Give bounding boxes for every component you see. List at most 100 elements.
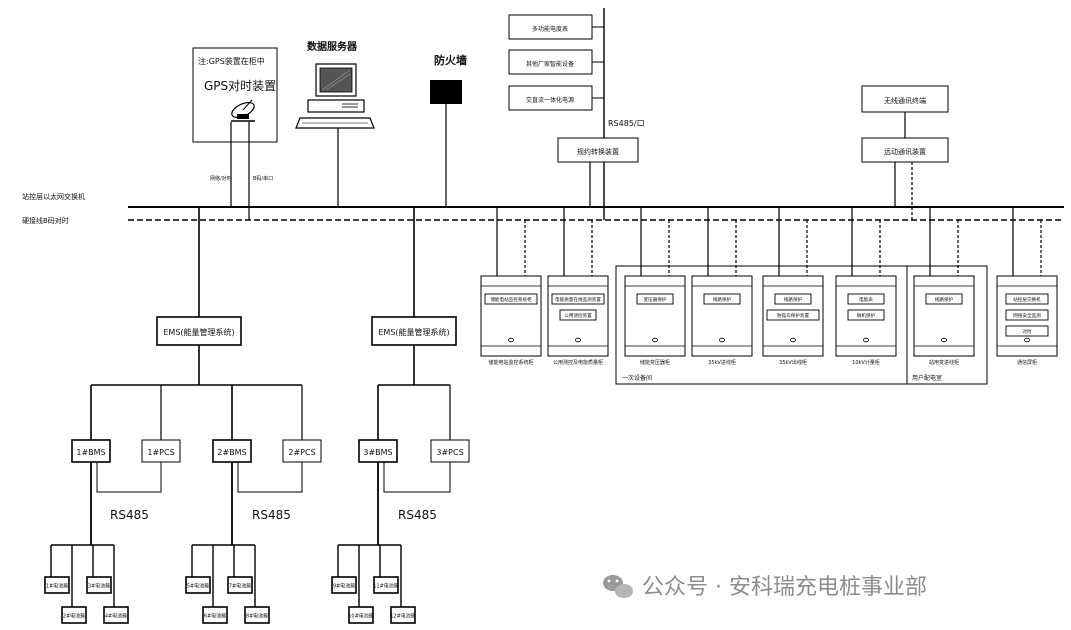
cabinet-device-box — [1005, 325, 1049, 337]
battery-cluster-box — [86, 576, 112, 594]
cabinet-caption: 公用测控及电能质量柜 — [553, 359, 603, 366]
battery-cluster-label: 9#电池簇 — [333, 583, 355, 590]
gps-right-cable: B码/串口 — [253, 175, 273, 182]
cabinet-row: 储能电站监控系统柜储能电站监控系统柜电能质量在线监测装置公用测控装置公用测控及电… — [480, 207, 1058, 366]
cabinet-device-label: 公用测控装置 — [564, 312, 592, 319]
top-device-box — [508, 85, 593, 111]
battery-cluster-label: 2#电池簇 — [63, 613, 85, 620]
data-server-label: 数据服务器 — [307, 40, 358, 53]
rs485-label: RS485 — [398, 508, 437, 522]
battery-cluster-box — [61, 606, 87, 624]
pcs-label: 1#PCS — [147, 448, 174, 457]
indicator-icon — [863, 337, 869, 343]
cabinet-device-label: 变压器保护 — [644, 296, 667, 303]
cabinet-device-box — [766, 309, 820, 321]
cabinet-body — [624, 275, 686, 357]
satellite-dish-icon — [231, 99, 255, 122]
top-device-box — [508, 49, 593, 75]
cabinet-device-box — [847, 293, 885, 305]
cabinet-device-label: 电能表 — [859, 296, 873, 303]
battery-cluster-box — [244, 606, 270, 624]
cabinet-device-label: 储能电站监控系统柜 — [490, 296, 532, 303]
bms-label: 3#BMS — [363, 448, 392, 457]
battery-cluster-box — [331, 576, 357, 594]
battery-cluster-label: 10#电池簇 — [348, 613, 374, 620]
wireless-terminal-label: 无线通讯终端 — [884, 96, 926, 105]
cabinet-device-label: 电能质量在线监测装置 — [555, 296, 601, 303]
firewall-icon — [430, 80, 462, 104]
indicator-icon — [575, 337, 581, 343]
cabinet-caption: 站用变进线柜 — [929, 359, 959, 366]
cabinet-body — [913, 275, 975, 357]
gps-left-cable: 网络/对时 — [210, 175, 232, 182]
indicator-icon — [508, 337, 514, 343]
cabinet-body — [480, 275, 542, 357]
cabinet-device-label: 微机保护 — [857, 312, 876, 319]
cabinet-device-box — [1005, 309, 1049, 321]
cabinet-caption: 储能变压器柜 — [640, 359, 670, 366]
group-label-1: 一次设备间 — [622, 374, 652, 382]
protocol-converter-box — [557, 137, 639, 163]
rs485-links: RS485 RS485 RS485 — [96, 462, 451, 522]
battery-cluster-label: 5#电池簇 — [187, 583, 209, 590]
battery-cluster-box — [202, 606, 228, 624]
top-device-label: 交直流一体化电源 — [526, 96, 574, 104]
indicator-icon — [719, 337, 725, 343]
pcs-label: 2#PCS — [288, 448, 315, 457]
cabinet-device-label: 网络安全监测 — [1013, 312, 1041, 319]
watermark-text: 公众号 · 安科瑞充电桩事业部 — [642, 575, 927, 600]
cabinet-device-box — [1005, 293, 1049, 305]
protocol-converter-label: 规约转换装置 — [577, 147, 619, 156]
cabinet-caption: 储能电站监控系统柜 — [488, 359, 533, 366]
pcs-label: 3#PCS — [436, 448, 463, 457]
cabinet-device-label: 站控层交换机 — [1013, 296, 1041, 303]
battery-cluster-label: 7#电池簇 — [229, 583, 251, 590]
ems-label: EMS(能量管理系统) — [378, 327, 449, 337]
bms-pcs-row: 1#BMS 1#PCS 2#BMS 2#PCS 3#BMS 3#PCS — [71, 439, 470, 463]
ems-box — [156, 316, 242, 346]
top-devices: 多功能电度表 其他厂家智能设备 交直流一体化电源 — [508, 14, 604, 111]
remote-comm-label: 远动通讯装置 — [884, 147, 926, 156]
battery-cluster-box — [185, 576, 211, 594]
indicator-icon — [790, 337, 796, 343]
top-device-label: 其他厂家智能设备 — [526, 60, 574, 68]
cabinet-device-box — [559, 309, 597, 321]
cabinet-device-box — [774, 293, 812, 305]
cabinet-device-box — [925, 293, 963, 305]
group-label-2: 用户配电室 — [912, 374, 942, 382]
cabinet-caption: 35kV出线柜 — [779, 359, 807, 366]
rs485-label: RS485 — [110, 508, 149, 522]
bms-label: 1#BMS — [76, 448, 105, 457]
battery-cluster-label: 6#电池簇 — [204, 613, 226, 620]
cabinet-device-label: 线路保护 — [784, 296, 803, 303]
cabinet-device-label: 线路保护 — [935, 296, 954, 303]
battery-cluster-box — [103, 606, 129, 624]
firewall-label: 防火墙 — [434, 53, 467, 67]
top-device-label: 多功能电度表 — [532, 25, 568, 33]
bus-ethernet-label: 站控层以太网交换机 — [22, 192, 85, 201]
rs485-label: RS485 — [252, 508, 291, 522]
battery-cluster-box — [44, 576, 70, 594]
remote-comm-box — [861, 137, 949, 163]
cabinet-device-box — [551, 293, 605, 305]
indicator-icon — [1024, 337, 1030, 343]
indicator-icon — [652, 337, 658, 343]
cabinet-device-label: 线路保护 — [713, 296, 732, 303]
ems-label: EMS(能量管理系统) — [163, 327, 234, 337]
cabinet-device-box — [703, 293, 741, 305]
gps-title: GPS对时装置 — [204, 79, 276, 93]
battery-cluster-label: 8#电池簇 — [246, 613, 268, 620]
rs485-top-label: RS485/口 — [608, 119, 645, 128]
indicator-icon — [941, 337, 947, 343]
